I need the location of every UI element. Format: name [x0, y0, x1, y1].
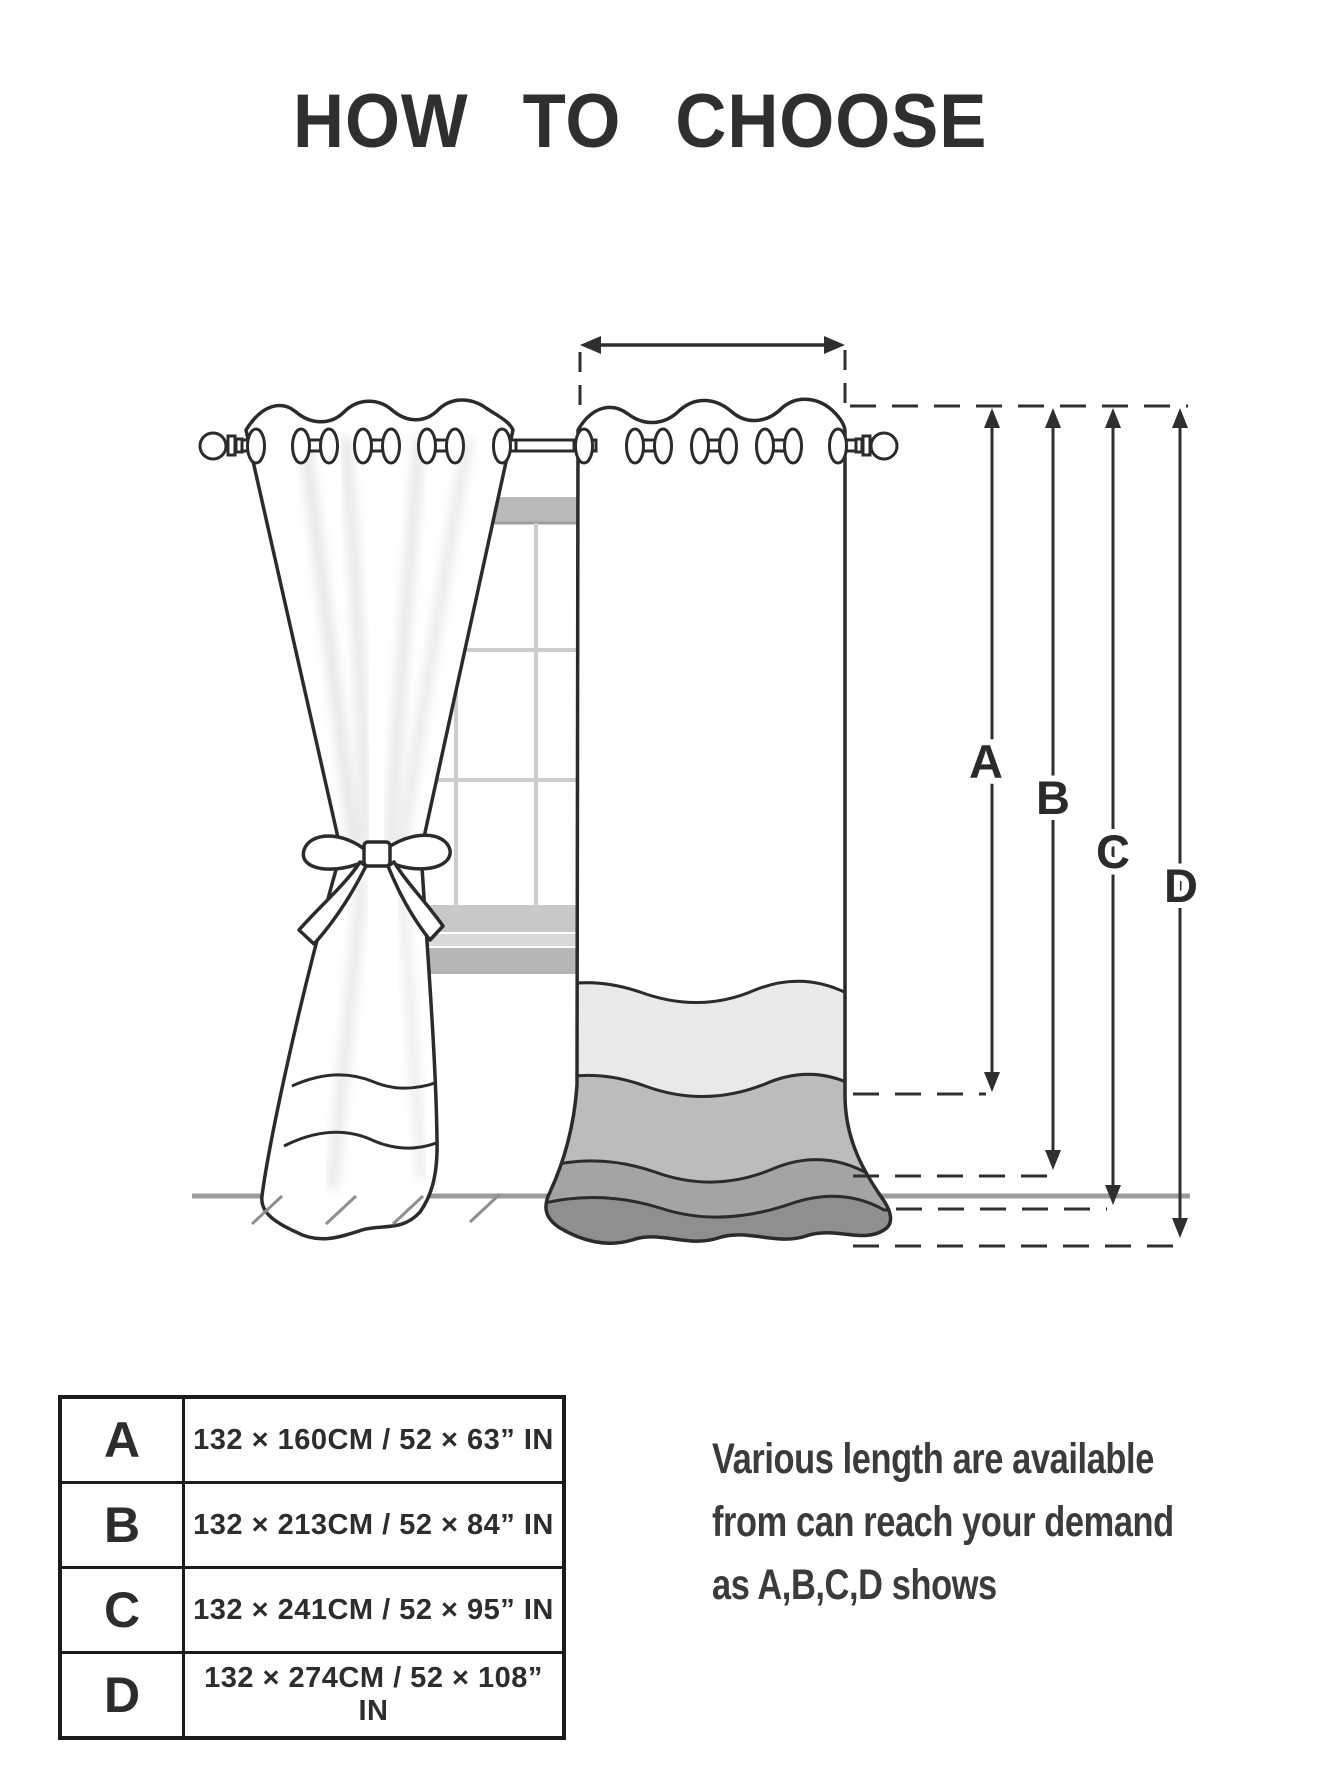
- grommets: [236, 427, 858, 465]
- rod-finial-left: [198, 431, 244, 461]
- table-row: C 132 × 241CM / 52 × 95” IN: [58, 1566, 566, 1654]
- note-line: as A,B,C,D shows: [712, 1560, 997, 1609]
- size-row-value: 132 × 241CM / 52 × 95” IN: [182, 1566, 566, 1654]
- measure-label-a: A: [969, 735, 1003, 788]
- window-sill-apron: [410, 948, 580, 974]
- table-row: B 132 × 213CM / 52 × 84” IN: [58, 1481, 566, 1569]
- grommet: [755, 427, 803, 465]
- size-row-value: 132 × 160CM / 52 × 63” IN: [182, 1395, 566, 1484]
- measure-label-d: D: [1164, 859, 1198, 912]
- grommet: [625, 427, 673, 465]
- bow-knot: [362, 840, 392, 868]
- bow-left-tail: [297, 860, 368, 946]
- left-curtain-fold-shading: [299, 435, 474, 847]
- bottom-dashed-lines: [853, 1092, 1174, 1248]
- size-row-label: D: [58, 1651, 185, 1740]
- availability-note: Various length are available from can re…: [712, 1428, 1240, 1616]
- ombre-band-darkest: [545, 1194, 891, 1244]
- page-title: HOW TO CHOOSE: [293, 79, 988, 164]
- grommet: [291, 427, 339, 465]
- rod-finial-right: [854, 431, 899, 461]
- right-curtain-fold-shading: [612, 432, 827, 1000]
- measure-line-a: [984, 408, 1000, 1092]
- measure-label-b: B: [1036, 771, 1070, 824]
- length-measurement-lines: [984, 408, 1188, 1238]
- width-arrowhead-right: [824, 336, 845, 354]
- size-row-label: A: [58, 1395, 185, 1484]
- right-curtain-outline: [544, 397, 893, 1245]
- size-table: A 132 × 160CM / 52 × 63” IN B 132 × 213C…: [58, 1395, 566, 1740]
- bow-right-loop: [380, 833, 452, 871]
- left-curtain-lower-shading: [283, 879, 438, 1205]
- measure-label-c: C: [1096, 825, 1130, 878]
- window-sill-lip: [404, 934, 586, 946]
- tieback-bow: [297, 833, 452, 946]
- measure-line-b: [1045, 408, 1061, 1170]
- measure-line-c: [1105, 408, 1121, 1205]
- right-curtain: [544, 397, 893, 1245]
- left-curtain-upper-panel: [244, 398, 515, 853]
- grommet: [690, 427, 738, 465]
- size-row-label: C: [58, 1566, 185, 1654]
- bow-left-loop: [301, 834, 370, 871]
- grommet: [492, 427, 518, 465]
- bow-right-tail: [386, 860, 445, 942]
- measure-line-d: [1172, 408, 1188, 1238]
- note-line: from can reach your demand: [712, 1497, 1174, 1546]
- table-row: D 132 × 274CM / 52 × 108” IN: [58, 1651, 566, 1740]
- note-line: Various length are available: [712, 1435, 1154, 1483]
- grommet: [828, 427, 858, 465]
- table-row: A 132 × 160CM / 52 × 63” IN: [58, 1395, 566, 1484]
- left-curtain-hem-stripe-1: [291, 1073, 438, 1090]
- grommet: [417, 427, 465, 465]
- grommet: [572, 427, 598, 465]
- size-row-label: B: [58, 1481, 185, 1569]
- size-row-value: 132 × 274CM / 52 × 108” IN: [182, 1651, 566, 1740]
- left-curtain: [244, 398, 515, 1241]
- size-row-value: 132 × 213CM / 52 × 84” IN: [182, 1481, 566, 1569]
- left-curtain-hem-stripe-2: [283, 1130, 438, 1150]
- width-measurement: [578, 336, 847, 418]
- floor-hatch-marks: [250, 1192, 502, 1226]
- width-arrowhead-left: [580, 336, 601, 354]
- grommet: [236, 427, 266, 465]
- grommet: [353, 427, 401, 465]
